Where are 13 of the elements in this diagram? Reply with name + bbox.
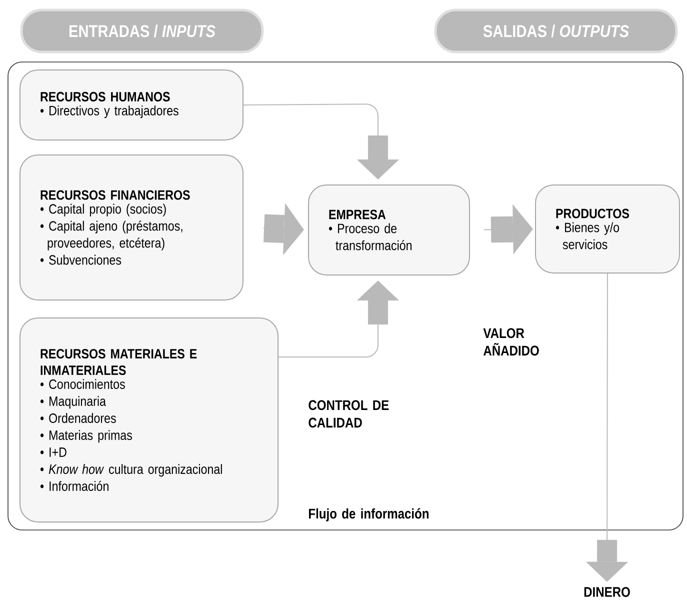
arrow [243,104,400,180]
process-box: RECURSOS FINANCIEROS • Capital propio (socios) • Capital ajeno (préstamos, proveedores, etcétera) • Subvenciones [20,154,244,300]
flow-label: VALOR AÑADIDO [483,328,539,356]
header-pill: SALIDAS / OUTPUTS [434,8,678,54]
process-box: RECURSOS MATERIALES E INMATERIALES • Conocimientos • Maquinaria • Ordenadores • Materias primas • I+D • Know how cultura organizacional • Información [20,318,278,522]
flow-label: Flujo de información [309,508,429,522]
frame-box [8,62,684,530]
process-box: PRODUCTOS • Bienes y/o servicios [535,184,680,274]
process-box: EMPRESA • Proceso de transformación [308,184,470,276]
flow-label: CONTROL DE CALIDAD [308,400,389,428]
header-pill: ENTRADAS / INPUTS [20,8,264,54]
output-label: DINERO [584,587,630,597]
process-box: RECURSOS HUMANOS • Directivos y trabajadores [20,70,244,140]
